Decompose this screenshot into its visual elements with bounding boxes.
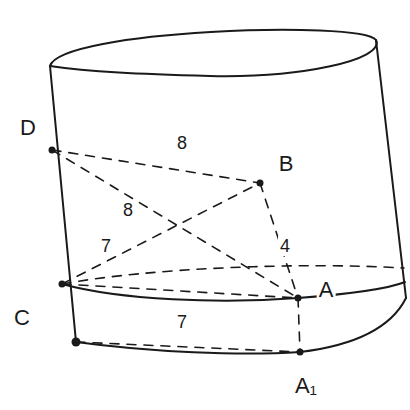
bottom-rim bbox=[76, 298, 406, 354]
point-dot bbox=[257, 180, 264, 187]
hidden-edge bbox=[298, 298, 300, 352]
cylinder-side bbox=[50, 66, 76, 342]
hidden-edge bbox=[76, 342, 300, 352]
hidden-edge bbox=[52, 150, 298, 298]
band-rim bbox=[62, 282, 405, 301]
hidden-edge bbox=[52, 150, 260, 183]
length-number: 4 bbox=[278, 236, 292, 256]
hidden-edge bbox=[62, 284, 298, 298]
point-label: B bbox=[277, 152, 296, 176]
point-dot bbox=[72, 338, 81, 347]
cylinder-side bbox=[376, 40, 406, 298]
point-dot bbox=[297, 349, 304, 356]
length-number: 8 bbox=[175, 133, 189, 153]
length-number: 7 bbox=[175, 312, 189, 332]
hidden-rim bbox=[62, 266, 404, 284]
length-number: 7 bbox=[99, 236, 113, 256]
point-label: D bbox=[18, 116, 38, 140]
hidden-edge bbox=[260, 183, 298, 298]
point-label: A₁ bbox=[293, 374, 319, 398]
point-label: C bbox=[12, 306, 32, 330]
point-dot bbox=[59, 281, 66, 288]
hidden-edge bbox=[62, 183, 260, 284]
point-dot bbox=[49, 147, 56, 154]
point-label: A bbox=[317, 278, 336, 302]
length-number: 8 bbox=[121, 200, 135, 220]
top-rim bbox=[50, 30, 377, 76]
point-dot bbox=[295, 295, 302, 302]
